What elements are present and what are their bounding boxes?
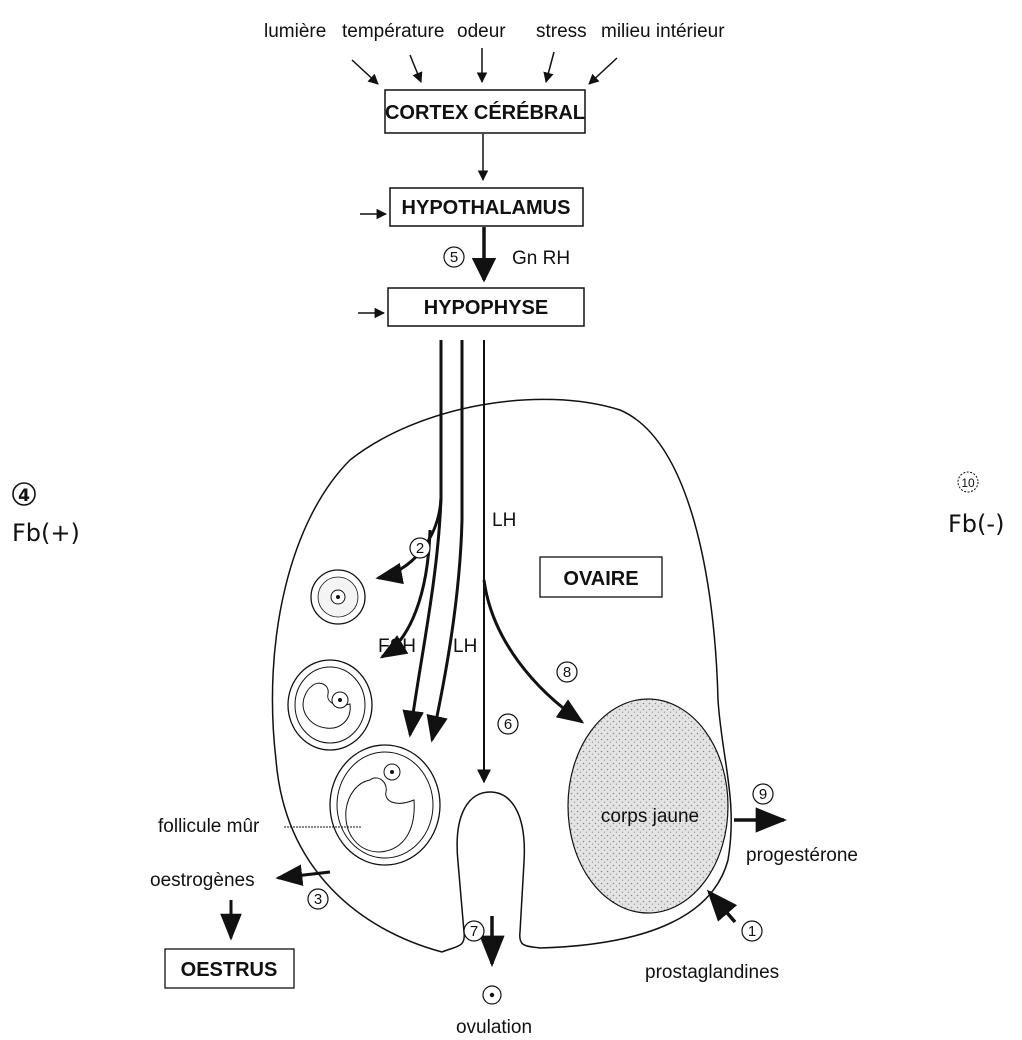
hypophyse-label: HYPOPHYSE	[424, 297, 548, 319]
ovaire-label: OVAIRE	[563, 568, 638, 590]
fsh-label: FSH	[378, 636, 416, 657]
ovum-nucleus-icon	[490, 993, 494, 997]
feedback-negative-label: Fb(-)	[948, 510, 1004, 538]
follicle-mature	[330, 745, 440, 865]
step-3-label: 3	[314, 891, 322, 908]
step-6-label: 6	[504, 716, 512, 733]
feedback-positive-label: Fb(+)	[12, 519, 80, 547]
input-milieu-interieur: milieu intérieur	[601, 21, 725, 42]
input-temperature: température	[342, 21, 444, 42]
hypothalamus-label: HYPOTHALAMUS	[402, 197, 571, 219]
lh-label-top: LH	[492, 510, 516, 531]
step-1-label: 1	[748, 923, 756, 940]
gnrh-label: Gn RH	[512, 248, 570, 269]
arrow-prostaglandines	[709, 892, 735, 922]
step-8-label: 8	[563, 664, 571, 681]
arrow-lumiere	[352, 60, 378, 84]
arrow-stress	[546, 52, 554, 82]
input-odeur: odeur	[457, 21, 506, 42]
progesterone-label: progestérone	[746, 845, 858, 866]
arrow-milieu	[589, 58, 617, 84]
arrow-temperature	[410, 55, 421, 82]
oestrogenes-label: oestrogènes	[150, 870, 255, 891]
corps-jaune-label: corps jaune	[601, 806, 699, 827]
step-7-label: 7	[470, 923, 478, 940]
environmental-inputs: lumière température odeur stress milieu …	[264, 21, 725, 84]
step-9-label: 9	[759, 786, 767, 803]
ovulation-label: ovulation	[456, 1017, 532, 1038]
lh-label-center: LH	[453, 636, 477, 657]
step-2-label: 2	[416, 540, 424, 557]
follicle-small	[311, 570, 365, 624]
input-stress: stress	[536, 21, 587, 42]
follicule-mur-label: follicule mûr	[158, 816, 260, 837]
prostaglandines-label: prostaglandines	[645, 962, 779, 983]
input-lumiere: lumière	[264, 21, 326, 42]
step-5-label: 5	[450, 249, 458, 266]
follicle-growing	[288, 660, 372, 750]
oestrus-label: OESTRUS	[181, 959, 278, 981]
cortex-cerebral-label: CORTEX CÉRÉBRAL	[385, 101, 585, 124]
step-4-label: 4	[18, 486, 30, 506]
step-10-label: 10	[961, 476, 975, 490]
